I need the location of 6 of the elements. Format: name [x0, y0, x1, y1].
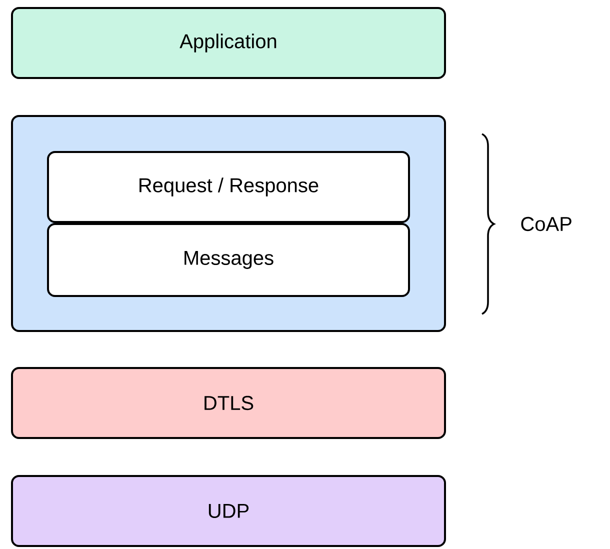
layer-box: UDP — [11, 475, 446, 547]
layer-box: DTLS — [11, 367, 446, 439]
layer-box: Application — [11, 7, 446, 79]
layer-box: Messages — [47, 223, 410, 297]
layer-box: Request / Response — [47, 151, 410, 223]
brace-label: CoAP — [521, 216, 572, 232]
